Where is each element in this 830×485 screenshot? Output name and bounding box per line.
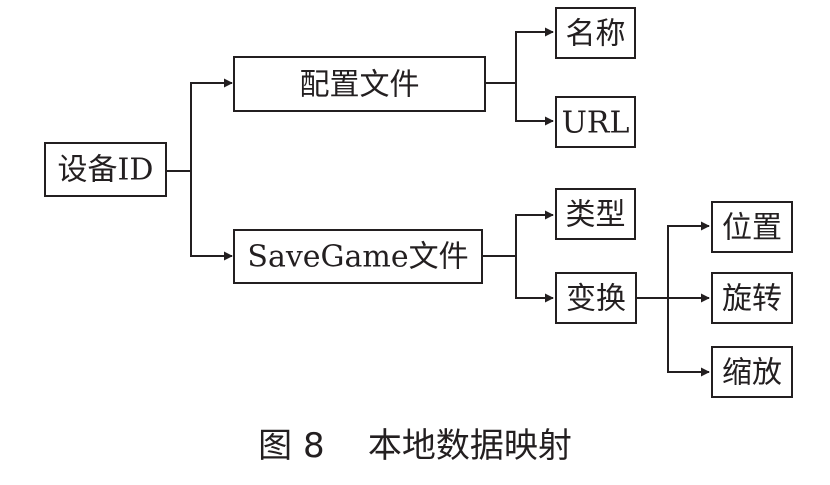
node-position-label: 位置	[722, 211, 782, 246]
node-type: 类型	[555, 188, 636, 240]
node-url-label: URL	[562, 106, 630, 141]
node-url: URL	[555, 96, 636, 148]
node-scale-label: 缩放	[722, 356, 782, 391]
connector-savegame-to-transform	[515, 256, 554, 303]
node-position: 位置	[711, 201, 793, 253]
node-savegame-file-label: SaveGame文件	[247, 240, 468, 275]
connector-savegame-to-type	[482, 210, 554, 257]
node-transform-label: 变换	[566, 282, 626, 317]
node-root: 设备ID	[44, 142, 167, 197]
node-savegame-file: SaveGame文件	[233, 229, 483, 284]
node-rotation: 旋转	[711, 272, 793, 324]
node-rotation-label: 旋转	[722, 282, 782, 317]
node-name-label: 名称	[566, 17, 626, 52]
figure-caption: 图 8 本地数据映射	[258, 426, 572, 466]
connector-transform-to-position	[637, 221, 710, 299]
connector-config-to-name	[485, 27, 554, 84]
data-mapping-diagram: 设备ID 配置文件 名称 URL SaveGame文件 类型 变换 位置 旋转 …	[44, 7, 793, 398]
node-root-label: 设备ID	[58, 153, 154, 188]
connector-root-to-savegame	[190, 171, 233, 261]
node-type-label: 类型	[566, 198, 626, 233]
node-config-file: 配置文件	[233, 56, 486, 112]
node-transform: 变换	[555, 272, 637, 324]
connector-root-to-config	[166, 78, 233, 172]
connector-transform-to-scale	[667, 298, 710, 377]
node-name: 名称	[555, 7, 636, 59]
node-config-file-label: 配置文件	[300, 68, 420, 103]
connectors	[166, 27, 710, 377]
node-scale: 缩放	[711, 346, 793, 398]
connector-config-to-url	[515, 83, 554, 126]
